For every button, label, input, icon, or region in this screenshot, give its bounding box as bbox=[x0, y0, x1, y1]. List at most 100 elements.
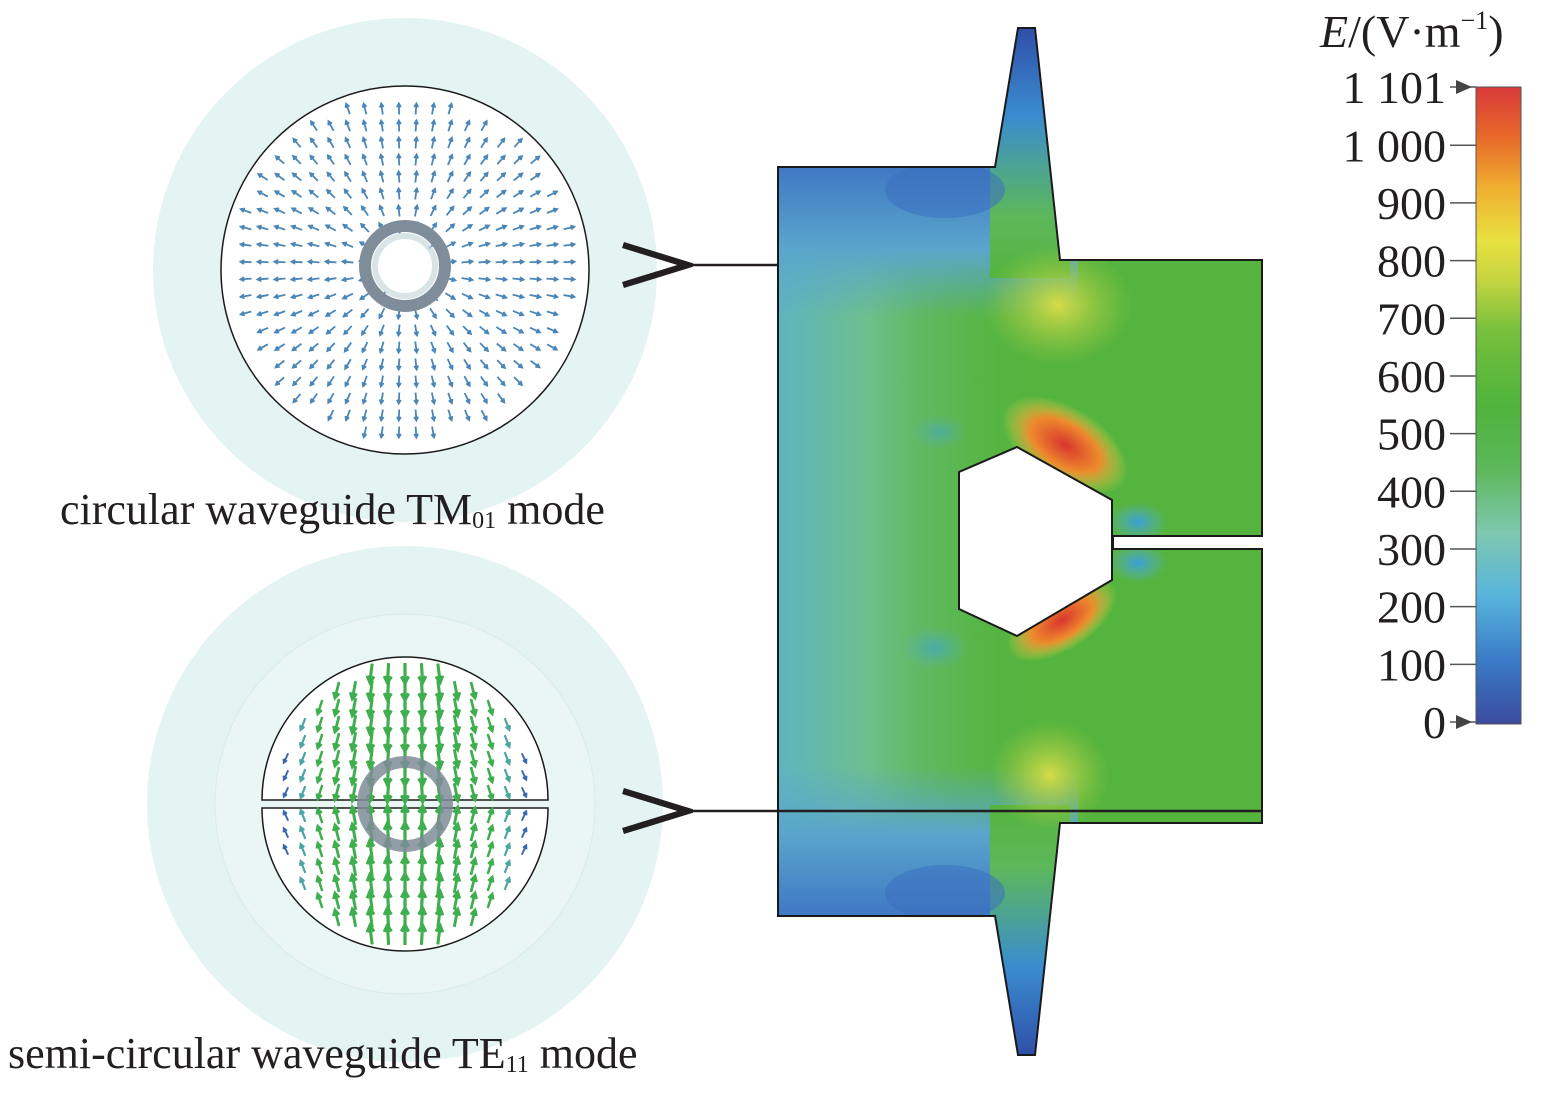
tm01-field-arrow bbox=[361, 153, 368, 166]
tm01-field-arrow bbox=[361, 375, 368, 388]
tm01-field-arrow bbox=[396, 101, 402, 115]
tm01-field-arrow bbox=[512, 343, 525, 352]
tm01-field-arrow bbox=[396, 375, 402, 389]
te11-field-arrow bbox=[365, 680, 376, 703]
tm01-field-arrow bbox=[324, 309, 337, 317]
te11-caption-suffix: mode bbox=[528, 1029, 638, 1078]
te11-field-arrow bbox=[332, 766, 341, 786]
te11-field-arrow bbox=[382, 921, 393, 945]
colorbar-limit-marker bbox=[1456, 715, 1472, 729]
tm01-field-arrow bbox=[429, 204, 437, 217]
te11-field-arrow bbox=[332, 805, 341, 825]
te11-field-arrow bbox=[486, 767, 495, 785]
tm01-caption-text: circular waveguide TM bbox=[60, 485, 473, 534]
te11-field-arrow bbox=[503, 841, 512, 857]
tm01-field-arrow bbox=[291, 172, 302, 182]
te11-field-arrow bbox=[282, 826, 290, 839]
tm01-field-arrow bbox=[563, 293, 577, 300]
tm01-field-arrow bbox=[323, 259, 337, 265]
tm01-field-arrow bbox=[396, 186, 402, 200]
tm01-field-arrow bbox=[378, 358, 385, 372]
tm01-field-arrow bbox=[413, 375, 419, 389]
tm01-field-arrow bbox=[291, 376, 302, 387]
tm01-field-arrow bbox=[255, 310, 269, 317]
tm01-field-arrow bbox=[361, 426, 368, 440]
te11-field-arrow bbox=[503, 785, 512, 801]
tm01-field-arrow bbox=[446, 325, 455, 336]
te11-field-arrow bbox=[332, 783, 341, 803]
tm01-field-arrow bbox=[256, 207, 269, 214]
te11-field-arrow bbox=[434, 748, 445, 771]
te11-field-arrow bbox=[486, 840, 495, 858]
colorbar-tick-label: 300 bbox=[1377, 524, 1446, 575]
tm01-field-arrow bbox=[413, 324, 420, 338]
te11-field-arrow bbox=[503, 751, 512, 767]
tm01-field-arrow bbox=[461, 276, 475, 283]
tm01-field-arrow bbox=[396, 152, 402, 166]
te11-field-arrow bbox=[452, 804, 462, 826]
tm01-field-arrow bbox=[496, 137, 506, 148]
te11-field-arrow bbox=[399, 663, 411, 687]
tm01-field-arrow bbox=[430, 409, 437, 423]
te11-field-arrow bbox=[452, 855, 462, 877]
tm01-field-arrow bbox=[430, 118, 437, 132]
te11-field-arrow bbox=[365, 697, 376, 720]
tm01-field-arrow bbox=[447, 392, 454, 405]
tm01-field-arrow bbox=[256, 190, 269, 198]
tm01-field-arrow bbox=[344, 136, 352, 149]
tm01-field-arrow bbox=[256, 343, 269, 351]
tm01-field-arrow bbox=[413, 426, 419, 440]
tm01-field-arrow bbox=[306, 293, 320, 300]
tm01-field-arrow bbox=[255, 241, 269, 248]
tm01-field-arrow bbox=[546, 224, 560, 231]
tm01-field-arrow bbox=[495, 326, 508, 335]
te11-field-arrow bbox=[520, 752, 528, 765]
te11-field-arrow bbox=[503, 807, 512, 823]
tm01-field-arrow bbox=[238, 276, 252, 282]
te11-caption-subscript: 11 bbox=[505, 1052, 529, 1078]
tm01-field-arrow bbox=[447, 136, 454, 149]
tm01-field-arrow bbox=[360, 308, 370, 319]
tm01-field-arrow bbox=[480, 154, 489, 165]
te11-field-arrow bbox=[298, 841, 307, 857]
te11-field-arrow bbox=[520, 826, 528, 839]
tm01-field-arrow bbox=[512, 189, 525, 198]
te11-field-arrow bbox=[503, 734, 512, 750]
te11-field-arrow bbox=[332, 749, 341, 769]
te11-field-arrow bbox=[452, 872, 462, 894]
tm01-field-arrow bbox=[529, 172, 542, 181]
te11-field-arrow bbox=[452, 731, 462, 753]
te11-field-arrow bbox=[332, 681, 341, 701]
tm01-field-arrow bbox=[395, 203, 402, 217]
tm01-field-arrow bbox=[430, 169, 437, 183]
tm01-field-arrow bbox=[238, 310, 252, 317]
te11-field-arrow bbox=[399, 921, 411, 945]
te11-field-arrow bbox=[332, 890, 341, 910]
tm01-field-arrow bbox=[325, 325, 336, 335]
tm01-field-arrow bbox=[461, 224, 474, 232]
te11-caption: semi-circular waveguide TE11 mode bbox=[8, 1029, 638, 1078]
te11-field-arrow bbox=[486, 806, 495, 824]
tm01-field-arrow bbox=[341, 223, 354, 232]
tm01-field-arrow bbox=[378, 341, 385, 355]
tm01-field-arrow bbox=[310, 119, 318, 132]
tm01-field-arrow bbox=[546, 259, 560, 265]
te11-field-arrow bbox=[315, 716, 324, 734]
te11-field-arrow bbox=[469, 839, 478, 859]
tm01-field-arrow bbox=[512, 259, 526, 265]
te11-field-arrows bbox=[282, 663, 528, 945]
tm01-field-arrow bbox=[462, 309, 473, 318]
te11-field-arrow bbox=[348, 804, 358, 826]
tm01-field-arrow bbox=[512, 207, 525, 215]
te11-field-arrow bbox=[365, 888, 376, 911]
tm01-field-arrow bbox=[495, 224, 508, 231]
tm01-field-arrow bbox=[323, 241, 337, 248]
tm01-field-arrow bbox=[512, 241, 526, 248]
te11-field-arrow bbox=[315, 874, 324, 892]
tm01-field-arrow bbox=[480, 136, 488, 149]
te11-field-arrow bbox=[434, 837, 445, 860]
tm01-field-arrow bbox=[447, 101, 454, 115]
tm01-field-arrow bbox=[344, 119, 351, 132]
tm01-field-arrow bbox=[396, 409, 402, 423]
